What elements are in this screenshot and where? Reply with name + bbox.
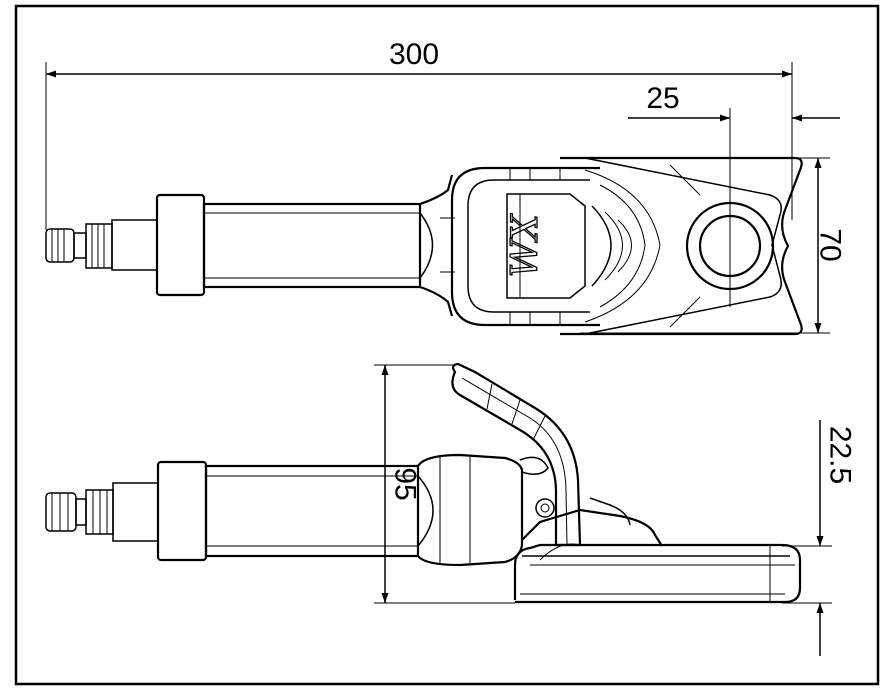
logo-mark: WX	[505, 213, 546, 277]
top-head	[560, 156, 803, 336]
dimension-300: 300	[45, 38, 793, 230]
dimension-25: 25	[628, 82, 840, 185]
side-handle	[156, 453, 524, 567]
dimension-label-22-5: 22.5	[824, 426, 857, 484]
top-view: WX	[45, 156, 803, 336]
side-coupler	[45, 482, 159, 542]
lever-pivot	[535, 498, 555, 518]
dimension-label-300: 300	[389, 38, 439, 71]
drawing-frame	[14, 4, 880, 686]
side-lever	[451, 362, 582, 547]
top-coupler	[45, 219, 158, 271]
side-view	[45, 362, 802, 604]
side-head	[513, 497, 802, 604]
dimension-70: 70	[580, 157, 847, 334]
top-handle	[155, 174, 454, 317]
top-logo-plate: WX	[504, 193, 586, 299]
top-trigger-guard	[440, 166, 600, 327]
dimension-label-70: 70	[814, 228, 847, 261]
dimension-label-95: 95	[389, 467, 422, 500]
dimension-22-5: 22.5	[782, 420, 857, 656]
dimension-95: 95	[374, 364, 515, 604]
dimension-label-25: 25	[646, 82, 679, 115]
